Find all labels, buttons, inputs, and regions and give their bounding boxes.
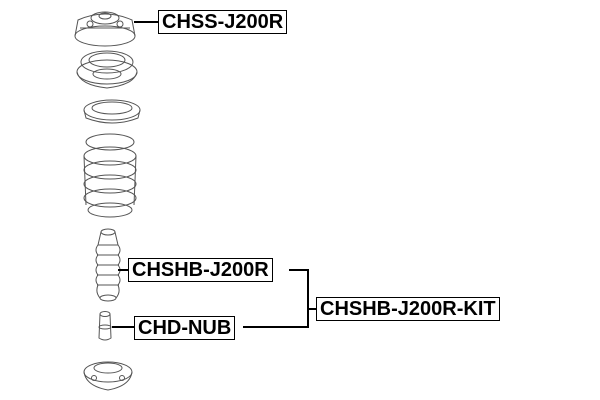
label-strut-mount: CHSS-J200R [158,10,288,34]
label-boot: CHSHB-J200R [128,258,273,282]
strut-mount-part [74,11,136,47]
coil-spring-part [83,133,137,218]
bump-stop-part [98,311,112,341]
label-kit: CHSHB-J200R-KIT [316,297,500,321]
bracket-kit [243,269,309,328]
leader-lines [112,21,316,328]
lower-seat-part [83,361,133,391]
bearing-seat-part [76,50,138,89]
upper-spring-seat-part [83,99,141,124]
dust-boot-part [95,228,121,302]
label-bump-stop: CHD-NUB [134,316,236,340]
